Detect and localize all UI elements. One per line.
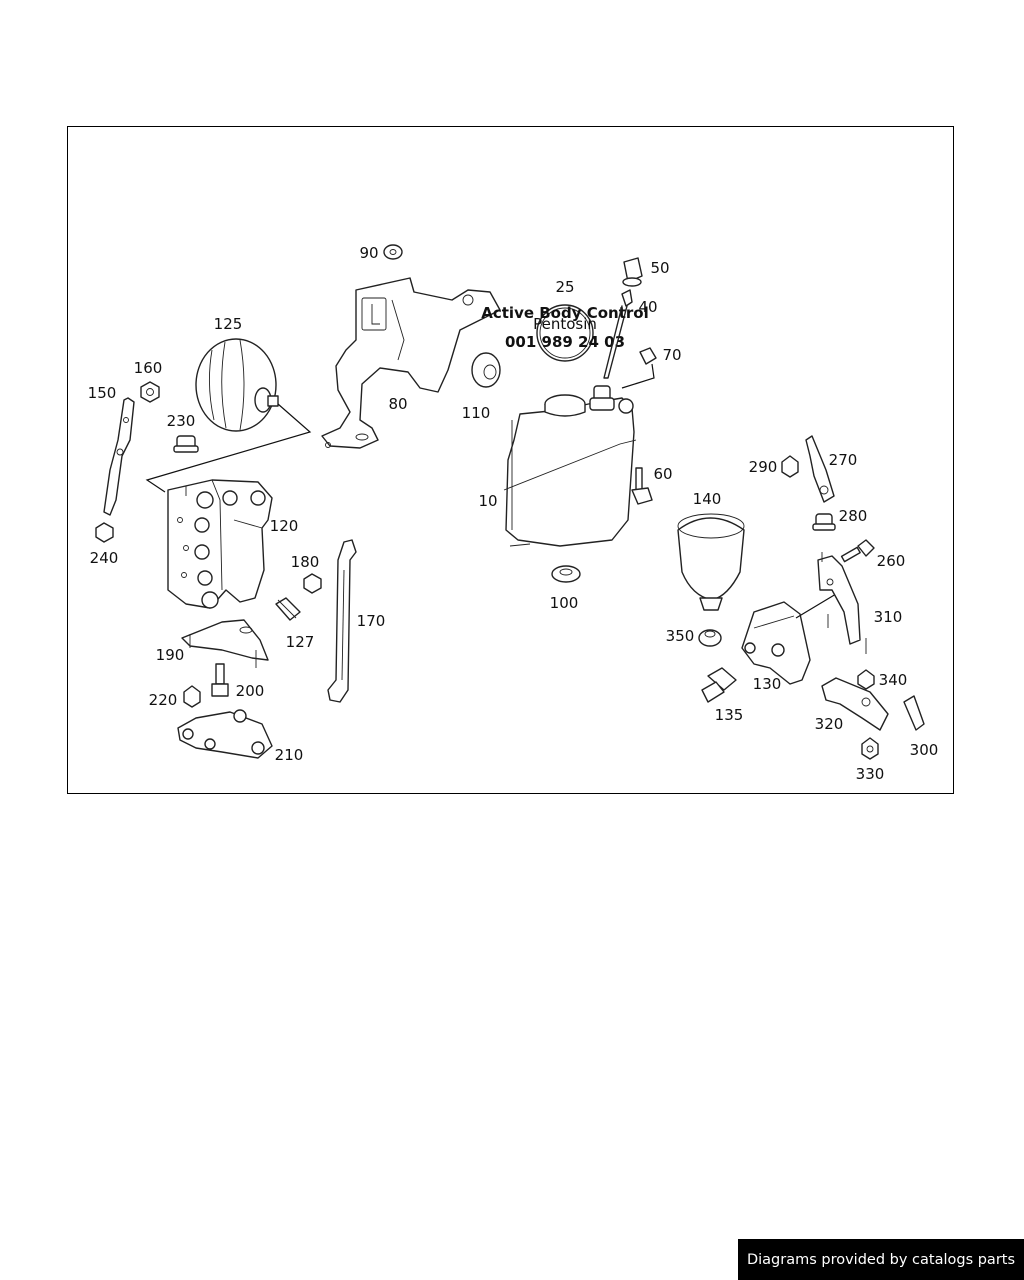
label-110: 110 bbox=[462, 404, 491, 422]
sensor-135-drawing bbox=[701, 667, 737, 703]
grommet-110-drawing bbox=[471, 352, 501, 388]
label-190: 190 bbox=[156, 646, 185, 664]
dipstick-40-drawing bbox=[603, 289, 633, 379]
bracket-310-drawing bbox=[817, 552, 867, 654]
clip-70-drawing bbox=[639, 347, 657, 365]
bolt-200-drawing bbox=[211, 663, 229, 697]
reservoir-10-drawing bbox=[503, 385, 637, 547]
sensor-127-drawing bbox=[275, 597, 301, 621]
bracket-80-drawing bbox=[321, 277, 501, 449]
leader-70 bbox=[621, 363, 655, 389]
label-320: 320 bbox=[815, 715, 844, 733]
accumulator-140-drawing bbox=[677, 513, 745, 611]
label-210: 210 bbox=[275, 746, 304, 764]
label-200: 200 bbox=[236, 682, 265, 700]
label-100: 100 bbox=[550, 594, 579, 612]
decal-line2: Pentosin bbox=[533, 315, 597, 333]
grommet-100-drawing bbox=[551, 565, 581, 583]
clip-300-drawing bbox=[903, 695, 925, 731]
label-135: 135 bbox=[715, 706, 744, 724]
label-340: 340 bbox=[879, 671, 908, 689]
bracket-150-drawing bbox=[103, 397, 135, 516]
bracket-270-drawing bbox=[805, 435, 835, 503]
nut-340-drawing bbox=[857, 669, 875, 690]
label-90: 90 bbox=[359, 244, 378, 262]
grommet-280-drawing bbox=[812, 513, 836, 531]
label-25: 25 bbox=[555, 278, 574, 296]
leader-125 bbox=[145, 403, 312, 493]
label-230: 230 bbox=[167, 412, 196, 430]
label-160: 160 bbox=[134, 359, 163, 377]
nut-290-drawing bbox=[781, 455, 799, 478]
nut-350-drawing bbox=[698, 629, 722, 647]
label-330: 330 bbox=[856, 765, 885, 783]
decal-25-drawing bbox=[536, 304, 594, 362]
label-150: 150 bbox=[88, 384, 117, 402]
label-60: 60 bbox=[653, 465, 672, 483]
grommet-230-drawing bbox=[173, 435, 199, 453]
cap-50-drawing bbox=[622, 257, 643, 287]
decal-line1: Active Body Control bbox=[481, 304, 648, 322]
label-270: 270 bbox=[829, 451, 858, 469]
strut-170-drawing bbox=[327, 539, 357, 703]
label-170: 170 bbox=[357, 612, 386, 630]
label-300: 300 bbox=[910, 741, 939, 759]
bolt-60-drawing bbox=[631, 467, 653, 505]
label-80: 80 bbox=[388, 395, 407, 413]
nut-180-drawing bbox=[303, 573, 322, 594]
footer-credit: Diagrams provided by catalogs parts bbox=[738, 1239, 1024, 1280]
nut-160-drawing bbox=[140, 381, 160, 403]
label-180: 180 bbox=[291, 553, 320, 571]
label-280: 280 bbox=[839, 507, 868, 525]
leader-130 bbox=[795, 593, 837, 619]
bolt-260-drawing bbox=[840, 539, 875, 563]
label-120: 120 bbox=[270, 517, 299, 535]
label-40: 40 bbox=[638, 298, 657, 316]
label-220: 220 bbox=[149, 691, 178, 709]
label-10: 10 bbox=[478, 492, 497, 510]
accumulator-125-drawing bbox=[195, 338, 279, 432]
label-140: 140 bbox=[693, 490, 722, 508]
decal-line3: 001 989 24 03 bbox=[505, 333, 625, 351]
label-350: 350 bbox=[666, 627, 695, 645]
bracket-210-drawing bbox=[177, 709, 273, 759]
label-50: 50 bbox=[650, 259, 669, 277]
valve-unit-130-drawing bbox=[741, 601, 811, 685]
label-240: 240 bbox=[90, 549, 119, 567]
label-125: 125 bbox=[214, 315, 243, 333]
nut-240-drawing bbox=[95, 522, 114, 543]
washer-90-drawing bbox=[383, 244, 403, 260]
bracket-320-drawing bbox=[821, 677, 889, 731]
label-127: 127 bbox=[286, 633, 315, 651]
label-290: 290 bbox=[749, 458, 778, 476]
label-130: 130 bbox=[753, 675, 782, 693]
mount-plate-190-drawing bbox=[181, 619, 269, 668]
label-70: 70 bbox=[662, 346, 681, 364]
nut-330-drawing bbox=[861, 737, 879, 760]
label-260: 260 bbox=[877, 552, 906, 570]
label-310: 310 bbox=[874, 608, 903, 626]
valve-block-120-drawing bbox=[167, 479, 273, 609]
nut-220-drawing bbox=[183, 685, 201, 708]
